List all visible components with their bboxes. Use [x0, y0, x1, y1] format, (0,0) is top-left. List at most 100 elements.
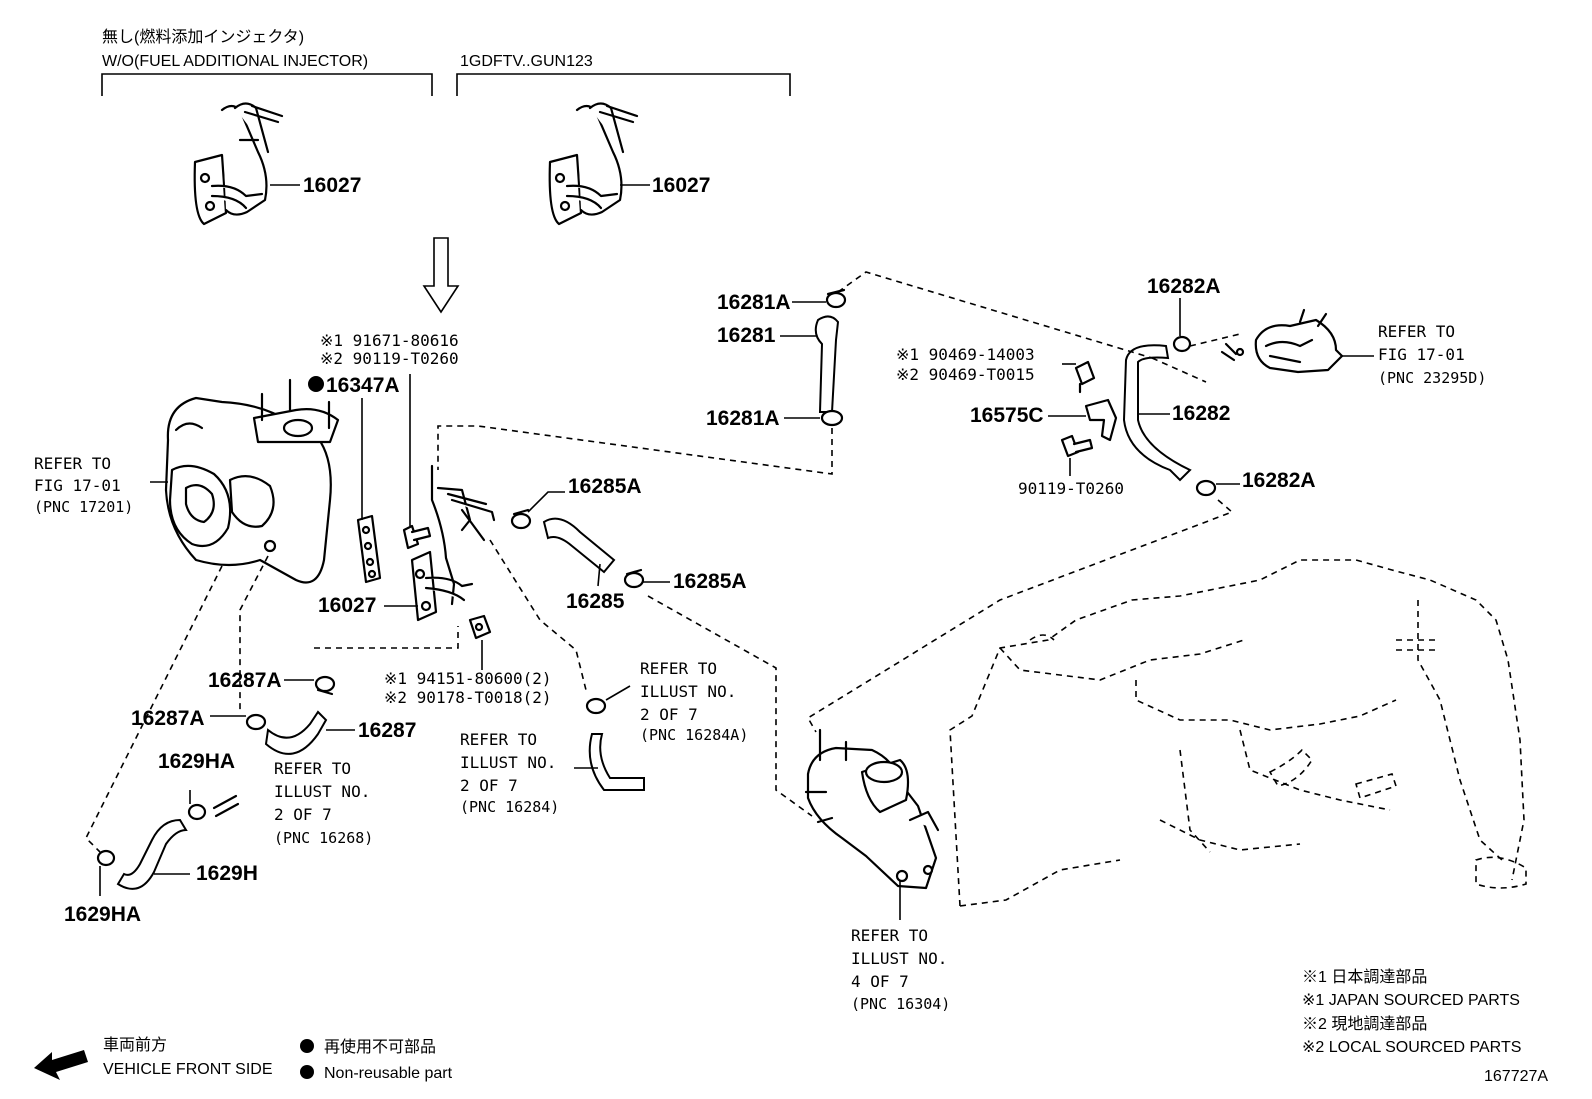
ref-16304-line1: REFER TO — [851, 926, 928, 945]
clamp-16285A-bot — [623, 568, 645, 589]
nonreusable-dot-16347A — [308, 376, 324, 392]
ref-23295D-line3: (PNC 23295D) — [1378, 369, 1486, 387]
header-en-text: W/O(FUEL ADDITIONAL INJECTOR) — [102, 53, 368, 70]
part-16281: 16281 — [717, 324, 776, 347]
code-90119: 90119-T0260 — [1018, 479, 1124, 498]
code-91671-line1: ※1 91671-80616 — [320, 331, 459, 350]
ref-16268-line3: 2 OF 7 — [274, 805, 332, 824]
engine-block-outline — [949, 559, 1527, 907]
ref-23295D: REFER TO FIG 17-01 (PNC 23295D) — [1378, 322, 1486, 387]
part-16027-b: 16027 — [652, 174, 710, 197]
pipe-bracket-top-right — [548, 102, 639, 226]
legend-front-en: VEHICLE FRONT SIDE — [103, 1061, 273, 1078]
ref-16284: REFER TO ILLUST NO. 2 OF 7 (PNC 16284) — [460, 730, 559, 816]
clamp-1629HA-top — [187, 803, 207, 821]
part-16027-c: 16027 — [318, 594, 376, 617]
part-16287A-top: 16287A — [208, 669, 282, 692]
nonreusable-dot-icon-2 — [300, 1065, 314, 1079]
part-16285A-bot: 16285A — [673, 570, 747, 593]
pipe-end-16268 — [212, 794, 240, 818]
clamp-16281A-bot — [820, 409, 844, 427]
ref-16304: REFER TO ILLUST NO. 4 OF 7 (PNC 16304) — [851, 926, 950, 1013]
hose-16285 — [542, 517, 616, 574]
pipe-bracket-top-left — [193, 102, 284, 226]
part-16285: 16285 — [566, 590, 625, 613]
down-arrow — [422, 237, 460, 314]
header-wo-injector: 無し(燃料添加インジェクタ) W/O(FUEL ADDITIONAL INJEC… — [101, 28, 433, 96]
header-jp-text: 無し(燃料添加インジェクタ) — [102, 28, 304, 46]
ref-16284-line2: ILLUST NO. — [460, 753, 556, 772]
header-bracket-right — [456, 73, 791, 96]
engine-code-text: 1GDFTV..GUN123 — [460, 53, 593, 70]
ref-17201: REFER TO FIG 17-01 (PNC 17201) — [34, 454, 133, 516]
gasket-16347A — [356, 514, 382, 584]
ref-16284-line1: REFER TO — [460, 730, 537, 749]
code-90469-line2: ※2 90469-T0015 — [896, 365, 1035, 384]
hose-16287 — [264, 710, 328, 755]
ref-16304-line4: (PNC 16304) — [851, 995, 950, 1013]
component-23295D — [1220, 308, 1344, 374]
ref-16284A-line1: REFER TO — [640, 659, 717, 678]
part-16287A-bot: 16287A — [131, 707, 205, 730]
legend-front-jp: 車両前方 — [103, 1036, 167, 1054]
part-1629HA-top: 1629HA — [158, 750, 235, 773]
hose-16284 — [588, 733, 645, 791]
hose-16282 — [1122, 344, 1192, 482]
leader-16284A — [605, 685, 631, 701]
part-16285A-top: 16285A — [568, 475, 642, 498]
part-16282A-top: 16282A — [1147, 275, 1221, 298]
code-94151-line1: ※1 94151-80600(2) — [384, 669, 552, 688]
clamp-16282A-bot — [1195, 479, 1217, 497]
header-bracket-left — [101, 73, 433, 96]
ref-16304-line3: 4 OF 7 — [851, 972, 909, 991]
part-16282: 16282 — [1172, 402, 1230, 425]
ref-17201-line1: REFER TO — [34, 454, 111, 473]
part-16347A: 16347A — [326, 374, 400, 397]
ref-23295D-line2: FIG 17-01 — [1378, 345, 1465, 364]
clamp-16287A-top — [314, 675, 336, 696]
ref-16284A-line4: (PNC 16284A) — [640, 726, 748, 744]
legend-local-en: ※2 LOCAL SOURCED PARTS — [1302, 1039, 1521, 1056]
legend-japan-en: ※1 JAPAN SOURCED PARTS — [1302, 992, 1520, 1009]
ref-16284-line3: 2 OF 7 — [460, 776, 518, 795]
part-16027-a: 16027 — [303, 174, 361, 197]
code-94151-line2: ※2 90178-T0018(2) — [384, 688, 552, 707]
ref-17201-line2: FIG 17-01 — [34, 476, 121, 495]
ref-16268: REFER TO ILLUST NO. 2 OF 7 (PNC 16268) — [274, 759, 373, 847]
ref-16268-line1: REFER TO — [274, 759, 351, 778]
legend-nonreuse-en: Non-reusable part — [324, 1065, 453, 1082]
water-outlet-16304 — [804, 728, 940, 890]
ref-16268-line4: (PNC 16268) — [274, 829, 373, 847]
clamp-16287A-bot — [245, 713, 267, 731]
ref-16284A: REFER TO ILLUST NO. 2 OF 7 (PNC 16284A) — [640, 659, 748, 744]
leader-16285 — [597, 563, 601, 587]
hose-1629H — [116, 818, 188, 890]
ref-17201-line3: (PNC 17201) — [34, 498, 133, 516]
code-91671-line2: ※2 90119-T0260 — [320, 349, 459, 368]
header-engine-code: 1GDFTV..GUN123 — [456, 53, 791, 96]
legend-nonreuse-jp: 再使用不可部品 — [324, 1038, 436, 1056]
leader-16285A-top — [527, 491, 565, 513]
bolt-91671 — [402, 524, 432, 550]
part-16281A-bot: 16281A — [706, 407, 780, 430]
clamp-1629HA-bot — [96, 849, 116, 867]
direction-legend: 車両前方 VEHICLE FRONT SIDE 再使用不可部品 Non-reus… — [34, 1036, 453, 1082]
ref-16284-line4: (PNC 16284) — [460, 798, 559, 816]
ref-16284A-line3: 2 OF 7 — [640, 705, 698, 724]
part-1629HA-bot: 1629HA — [64, 903, 141, 926]
ref-16304-line2: ILLUST NO. — [851, 949, 947, 968]
bolt-90119 — [1060, 434, 1094, 458]
hose-16281 — [814, 315, 840, 413]
clamp-16281A-top — [825, 288, 847, 309]
clamp-16285A-top — [510, 508, 532, 530]
front-arrow-icon — [34, 1050, 88, 1080]
clamp-16284A — [585, 697, 607, 715]
part-16281A-top: 16281A — [717, 291, 791, 314]
sourcing-legend: ※1 日本調達部品 ※1 JAPAN SOURCED PARTS ※2 現地調達… — [1302, 968, 1548, 1085]
bracket-16575C — [1084, 398, 1118, 442]
figure-id: 167727A — [1484, 1068, 1548, 1085]
clip-90469 — [1074, 360, 1096, 394]
code-90469-line1: ※1 90469-14003 — [896, 345, 1035, 364]
part-16575C: 16575C — [970, 404, 1044, 427]
